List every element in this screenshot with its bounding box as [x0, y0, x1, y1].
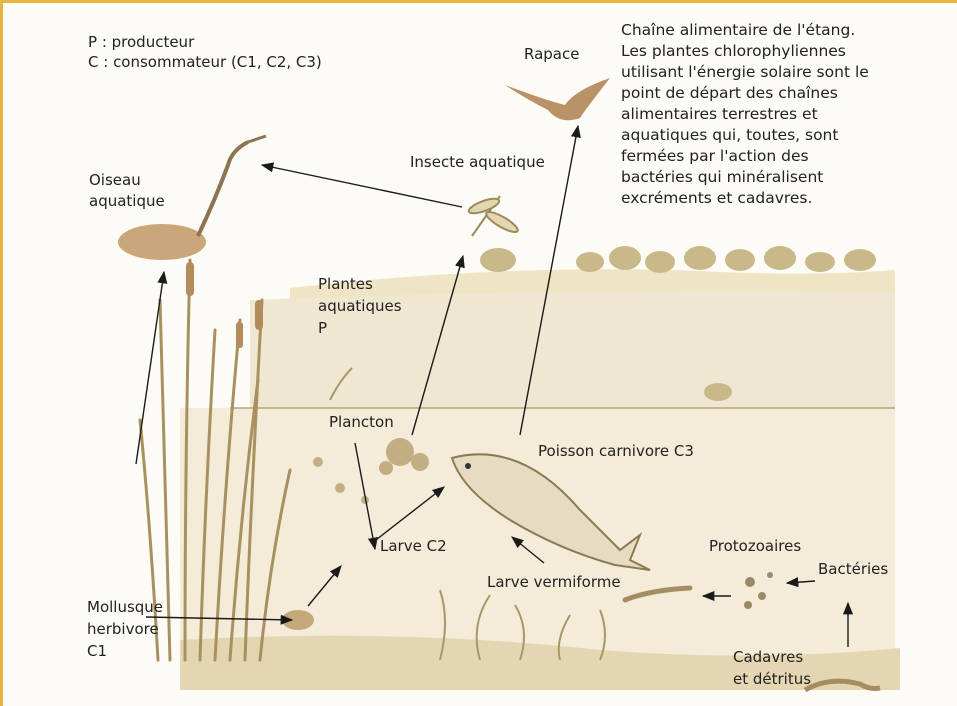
description-line: Chaîne alimentaire de l'étang.: [621, 20, 869, 41]
label-plantes: Plantes: [318, 274, 373, 294]
dragonfly-illustration: [467, 196, 520, 236]
description-line: point de départ des chaînes: [621, 83, 869, 104]
description-line: fermées par l'action des: [621, 146, 869, 167]
label-bacteries: Bactéries: [818, 559, 888, 579]
label-insecte-aquatique: Insecte aquatique: [410, 152, 545, 172]
label-larve-c2: Larve C2: [380, 536, 447, 556]
description-line: aquatiques qui, toutes, sont: [621, 125, 869, 146]
description-line: alimentaires terrestres et: [621, 104, 869, 125]
description-block: Chaîne alimentaire de l'étang. Les plant…: [621, 20, 869, 209]
label-detritus: et détritus: [733, 669, 811, 689]
label-protozoaires: Protozoaires: [709, 536, 801, 556]
description-line: excréments et cadavres.: [621, 188, 869, 209]
label-mollusque: Mollusque: [87, 597, 163, 617]
label-plantes-aquatiques: aquatiques: [318, 296, 402, 316]
legend-consumer: C : consommateur (C1, C2, C3): [88, 52, 322, 72]
label-plantes-p: P: [318, 318, 327, 338]
label-cadavres: Cadavres: [733, 647, 803, 667]
description-line: bactéries qui minéralisent: [621, 167, 869, 188]
description-line: utilisant l'énergie solaire sont le: [621, 62, 869, 83]
raptor-illustration: [505, 78, 610, 120]
label-rapace: Rapace: [524, 44, 579, 64]
description-line: Les plantes chlorophyliennes: [621, 41, 869, 62]
arrow-plants-to-bird: [136, 272, 164, 464]
legend-producer: P : producteur: [88, 32, 194, 52]
label-mollusque-herbivore: herbivore: [87, 619, 159, 639]
label-oiseau-aquatique: aquatique: [89, 191, 165, 211]
label-plancton: Plancton: [329, 412, 394, 432]
label-larve-vermiforme: Larve vermiforme: [487, 572, 621, 592]
label-mollusque-c1: C1: [87, 641, 107, 661]
label-oiseau: Oiseau: [89, 170, 141, 190]
label-poisson-carnivore: Poisson carnivore C3: [538, 441, 694, 461]
